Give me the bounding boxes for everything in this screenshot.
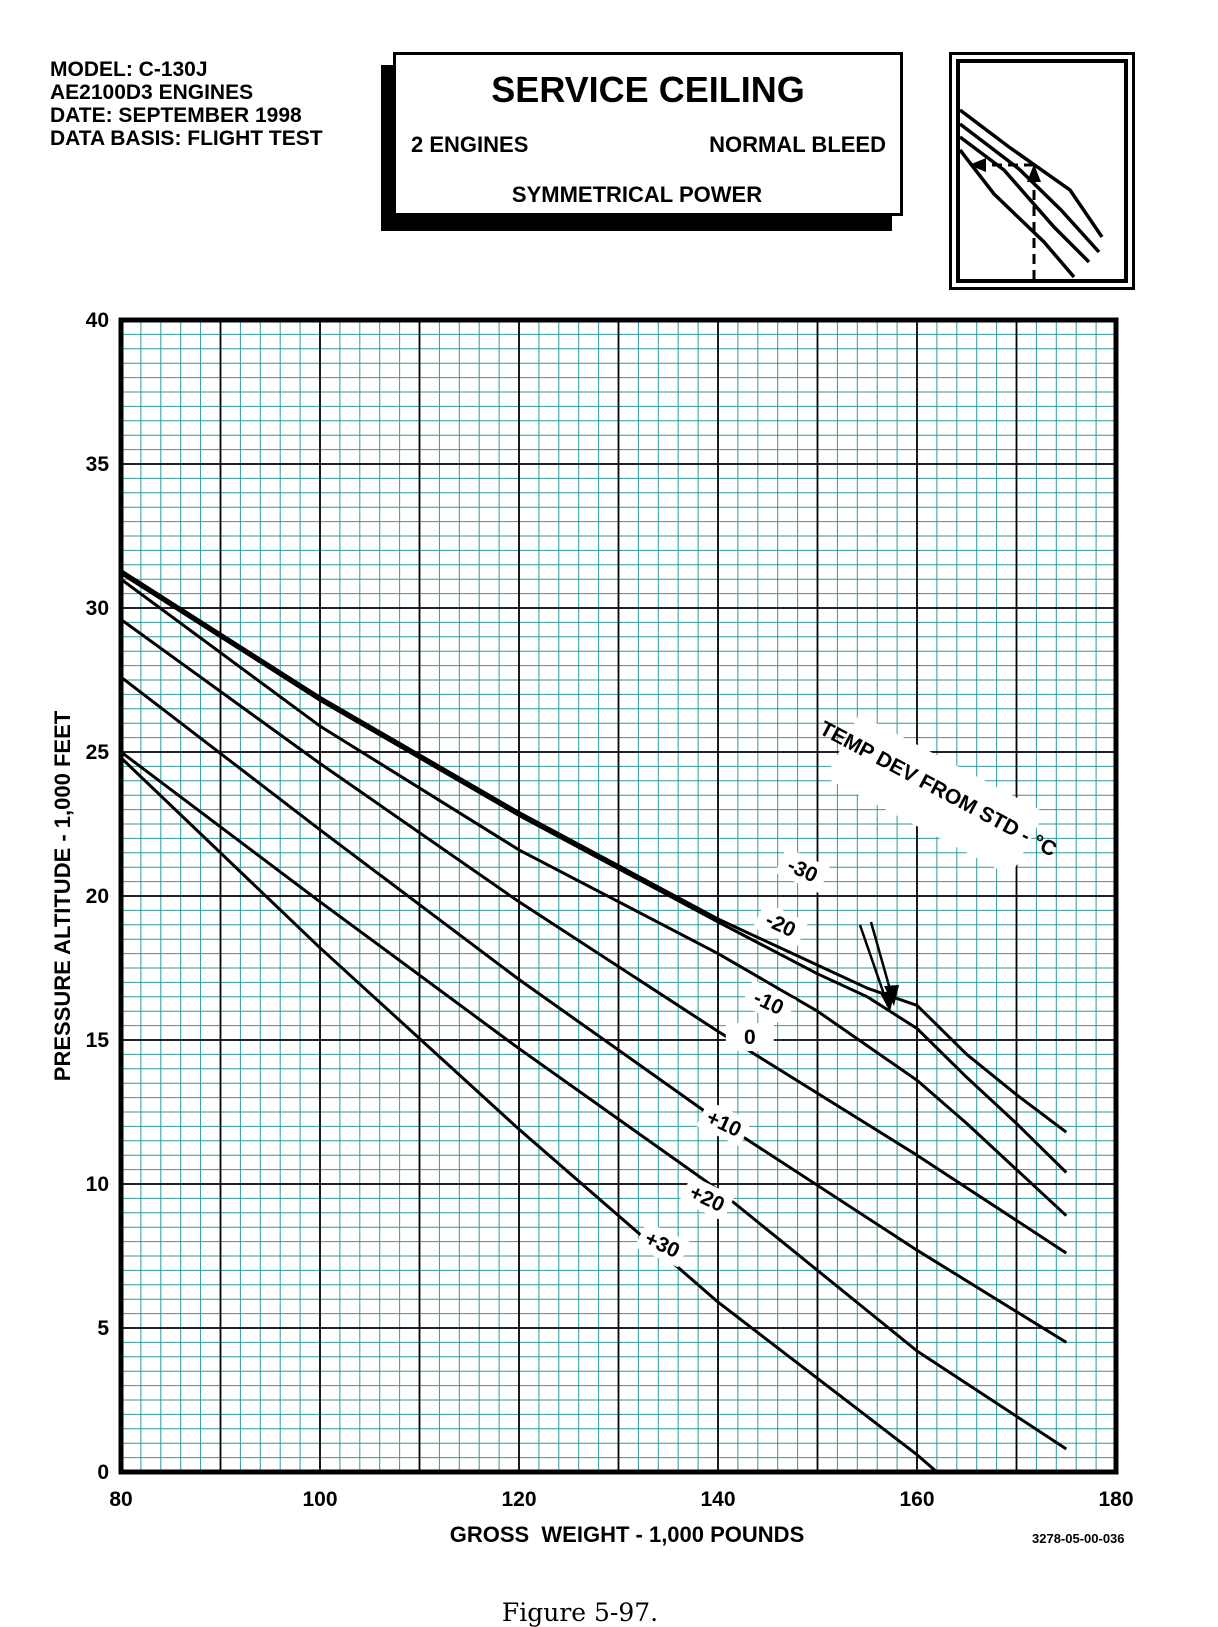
curve-label: 0 [725,1023,774,1052]
x-tick-label: 180 [1098,1488,1133,1511]
y-tick-label: 20 [86,885,109,908]
y-tick-label: 15 [86,1029,110,1052]
curve-label-bg [741,979,797,1026]
y-tick-label: 10 [86,1173,109,1196]
date-label: DATE: SEPTEMBER 1998 [50,104,302,127]
x-tick-label: 80 [109,1488,132,1511]
curve-label-bg [753,901,809,948]
curve-line [120,569,1068,1134]
service-ceiling-chart: 80 100 120 140 160 180 0 5 10 15 20 25 30 35 40 GROSS… [50,309,1134,1547]
drawing-id: 3278-05-00-036 [1032,1531,1125,1546]
curve-label-bg [696,1100,752,1147]
header-meta: MODEL: C-130J AE2100D3 ENGINES DATE: SEP… [50,58,323,150]
curve-label-bg [634,1221,690,1268]
curve-label-bg [774,847,831,893]
curve-line [119,756,938,1474]
data-basis-label: DATA BASIS: FLIGHT TEST [50,127,323,150]
curve-label-bg [725,1023,774,1052]
bleed-label: NORMAL BLEED [709,132,886,157]
y-tick-label: 5 [97,1317,109,1340]
engines-label: 2 ENGINES [411,132,529,157]
x-axis-label: GROSS WEIGHT - 1,000 POUNDS [450,1522,805,1547]
x-tick-labels: 80 100 120 140 160 180 [109,1488,1133,1511]
title-box: SERVICE CEILING 2 ENGINES NORMAL BLEED S… [393,52,903,216]
temperature-curves [119,569,1068,1474]
x-tick-label: 140 [700,1488,735,1511]
major-grid [121,320,1116,1472]
y-tick-label: 0 [97,1461,109,1484]
curve-labels: -30-20-100+10+20+30 [634,847,831,1268]
chart-title: SERVICE CEILING [491,69,805,110]
y-tick-label: 25 [86,741,110,764]
y-axis-label: PRESSURE ALTITUDE - 1,000 FEET [50,710,75,1081]
engines-meta-label: AE2100D3 ENGINES [50,81,254,104]
label-leader-lines [858,921,899,1012]
y-tick-label: 40 [86,309,109,332]
x-tick-label: 120 [501,1488,536,1511]
y-tick-labels: 0 5 10 15 20 25 30 35 40 [86,309,110,1484]
curve-line [120,572,1068,1174]
leader-arrowhead [880,990,895,1012]
y-tick-label: 30 [86,597,109,620]
curve-label-text: 0 [744,1026,756,1049]
y-tick-label: 35 [86,453,110,476]
curve-label-bg [679,1175,735,1222]
x-tick-label: 100 [302,1488,337,1511]
plot-frame [118,317,1119,1475]
figure-caption: Figure 5-97. [501,1598,659,1627]
curve-line [120,675,1068,1344]
x-tick-label: 160 [899,1488,934,1511]
curve-line [120,577,1068,1217]
curve-line [120,618,1068,1255]
model-label: MODEL: C-130J [50,58,208,81]
example-inset-icon [949,52,1135,290]
power-label: SYMMETRICAL POWER [511,182,763,207]
curve-line [120,750,1068,1451]
